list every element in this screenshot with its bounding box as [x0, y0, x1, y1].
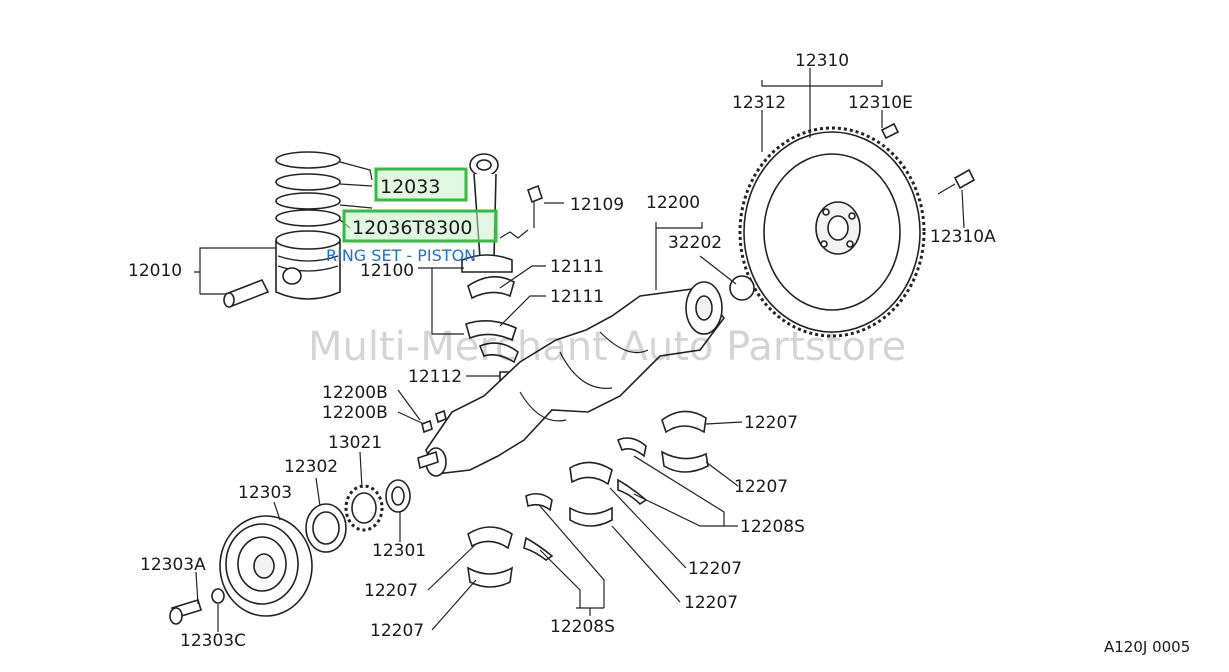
- part-label: 13021: [328, 433, 382, 453]
- part-label: 12111: [550, 257, 604, 277]
- part-labels: 12310 12312 12310E 12310A 12109 12200 32…: [128, 51, 996, 651]
- bearing-shells-drawing: [466, 410, 709, 588]
- pulley-sprocket-drawing: [169, 479, 411, 625]
- part-highlight-box[interactable]: [374, 167, 468, 202]
- diagram-ref-code: A120J 0005: [1104, 638, 1190, 656]
- part-label: 12111: [550, 287, 604, 307]
- part-label: 12010: [128, 261, 182, 281]
- part-label: 12310: [795, 51, 849, 71]
- part-label: 12303A: [140, 555, 206, 575]
- part-label: 12208S: [550, 617, 615, 637]
- part-label: 12207: [684, 593, 738, 613]
- part-number[interactable]: 12036T8300: [352, 217, 472, 239]
- leader-lines: [194, 68, 965, 632]
- highlighted-part-12033[interactable]: 12033: [374, 167, 468, 202]
- part-label: 12301: [372, 541, 426, 561]
- highlighted-part-12036T8300[interactable]: 12036T8300 RING SET - PISTON: [326, 209, 498, 265]
- part-label: 12207: [734, 477, 788, 497]
- flywheel-drawing: [738, 122, 976, 338]
- part-label: 12200B: [322, 383, 388, 403]
- part-label: 12200: [646, 193, 700, 213]
- part-label: 12303C: [180, 631, 246, 651]
- part-label: 12208S: [740, 517, 805, 537]
- part-label: 12312: [732, 93, 786, 113]
- part-label: 12200B: [322, 403, 388, 423]
- part-label: 12109: [570, 195, 624, 215]
- watermark-text: Multi-Merchant Auto Partstore: [308, 324, 906, 370]
- part-label: 12310E: [848, 93, 913, 113]
- part-label: 12112: [408, 367, 462, 387]
- piston-rings-drawing: [223, 151, 341, 308]
- part-label: 12100: [360, 261, 414, 281]
- part-label: 12303: [238, 483, 292, 503]
- part-label: 12207: [370, 621, 424, 641]
- part-number[interactable]: 12033: [380, 176, 440, 198]
- part-label: 12207: [364, 581, 418, 601]
- part-label: 12207: [744, 413, 798, 433]
- part-highlight-box[interactable]: [342, 209, 498, 243]
- part-description: RING SET - PISTON: [326, 246, 476, 265]
- crankshaft-drawing: [417, 275, 755, 477]
- part-label: 12207: [688, 559, 742, 579]
- part-label: 12310A: [930, 227, 996, 247]
- part-label: 12302: [284, 457, 338, 477]
- part-label: 32202: [668, 233, 722, 253]
